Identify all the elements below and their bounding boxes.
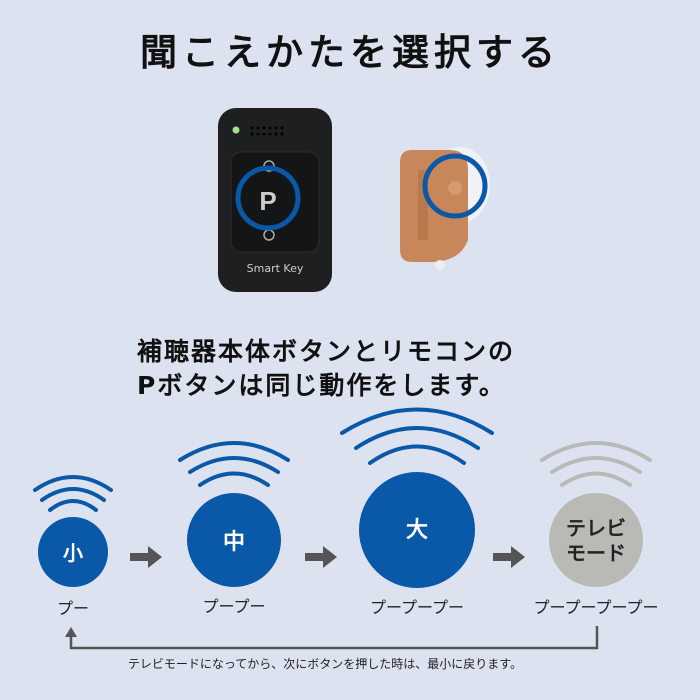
reset-note: テレビモードになってから、次にボタンを押した時は、最小に戻ります。 xyxy=(128,657,522,671)
remote-logo: Smart Key xyxy=(247,262,304,275)
svg-text:大: 大 xyxy=(406,518,428,543)
mode-large: 大 プープープー xyxy=(359,472,475,617)
mode-tv: テレビ モード プープープープー xyxy=(533,493,659,617)
mode-medium: 中 プープー xyxy=(187,493,281,616)
loop-back-arrow-icon xyxy=(65,626,599,650)
svg-text:モード: モード xyxy=(566,541,626,565)
beep-label: プープープー xyxy=(370,598,464,617)
tv-sound-waves-icon xyxy=(540,441,652,487)
description-line1: 補聴器本体ボタンとリモコンの xyxy=(137,337,516,366)
remote-p-button: P xyxy=(259,186,276,216)
page-title: 聞こえかたを選択する xyxy=(140,31,560,74)
highlight-ring xyxy=(422,153,488,219)
hearing-aid-image xyxy=(400,147,490,270)
sound-waves-icon xyxy=(33,407,494,512)
remote-control-image: P Smart Key xyxy=(218,108,332,292)
svg-text:小: 小 xyxy=(63,541,83,565)
mode-small: 小 プー xyxy=(38,517,108,618)
beep-label: プープープープー xyxy=(533,598,658,617)
beep-label: プー xyxy=(57,599,89,618)
arrow-right-icon xyxy=(130,546,525,568)
svg-text:テレビ: テレビ xyxy=(566,516,626,540)
highlight-ring xyxy=(235,165,301,231)
description-line2: Pボタンは同じ動作をします。 xyxy=(137,371,506,400)
beep-label: プープー xyxy=(202,597,265,616)
svg-text:中: 中 xyxy=(223,530,245,555)
